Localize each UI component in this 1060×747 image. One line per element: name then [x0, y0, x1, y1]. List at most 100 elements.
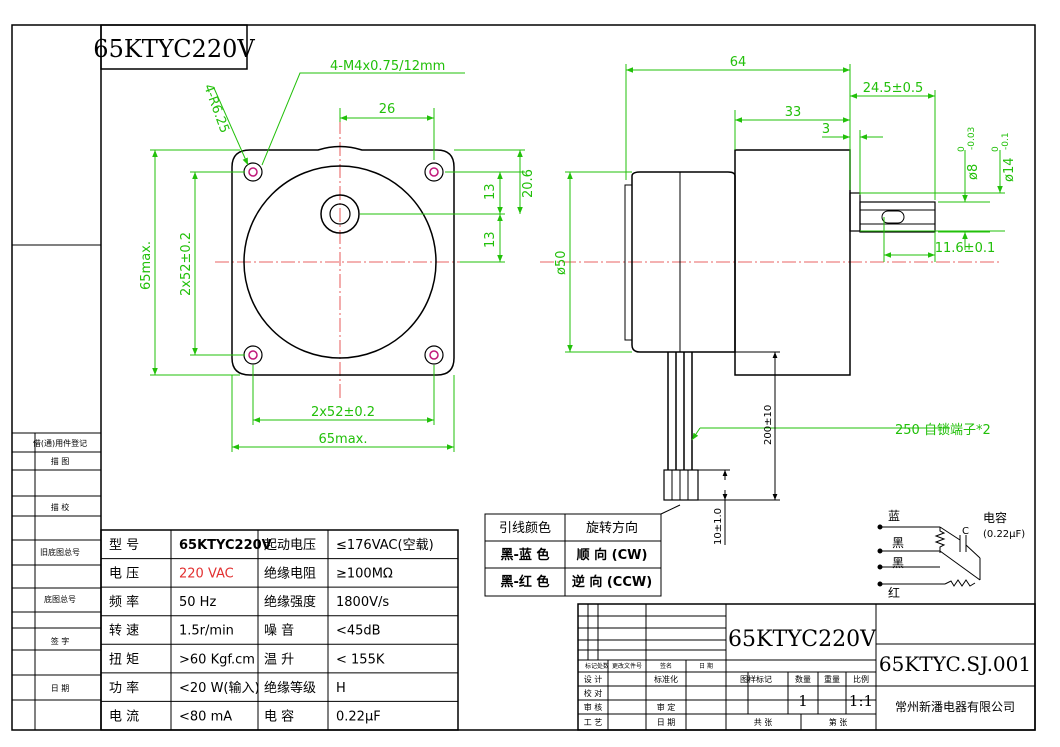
dim-26: 26 — [379, 102, 396, 117]
stage-header: 数量 — [795, 674, 811, 684]
lead-table-cell: 顺 向 (CW) — [577, 547, 648, 563]
dim-13-a: 13 — [483, 183, 498, 200]
rev-header: 签名 — [660, 662, 672, 670]
drawing-number: 65KTYC.SJ.001 — [879, 652, 1031, 676]
mounting-hole — [424, 162, 444, 182]
title-block-quantity: 1 — [798, 692, 808, 710]
mounting-hole — [243, 162, 263, 182]
lead-wires — [663, 352, 699, 501]
dim-front-h-max: 65max. — [319, 432, 368, 447]
spec-label: 噪 音 — [264, 623, 294, 639]
wire-label: 黑 — [892, 536, 904, 550]
spec-label: 温 升 — [264, 652, 294, 667]
company-name: 常州新潘电器有限公司 — [895, 699, 1015, 714]
spec-label: 电 容 — [264, 708, 294, 724]
spec-label: 型 号 — [109, 538, 139, 553]
mounting-hole — [243, 345, 263, 365]
capacitor-value: (0.22μF) — [983, 529, 1025, 540]
spec-value: <80 mA — [179, 709, 232, 724]
dim-200: 200±10 — [763, 405, 774, 445]
front-dimensions — [150, 72, 525, 452]
dim-20-6: 20.6 — [521, 169, 536, 198]
dim-shaft-d8-tol-up: 0 — [957, 146, 967, 152]
title-block — [577, 603, 1036, 731]
mounting-hole — [424, 345, 444, 365]
dim-front-v-max: 65max. — [139, 241, 154, 290]
drawing-border — [11, 24, 1036, 731]
spec-value: H — [336, 681, 346, 696]
spec-value: < 155K — [336, 652, 385, 667]
lead-dimensions — [698, 351, 780, 545]
dim-shaft-d14-tol-dn: -0.1 — [1001, 132, 1011, 150]
title-block-model: 65KTYC220V — [728, 627, 877, 652]
dim-3: 3 — [822, 122, 830, 137]
dim-33: 33 — [785, 105, 802, 120]
dim-shaft-d8: ø8 — [966, 164, 981, 180]
sheet-total: 共 张 — [754, 718, 773, 727]
spec-value: <45dB — [336, 624, 381, 639]
spec-value: 1.5r/min — [179, 624, 234, 639]
spec-label: 频 率 — [109, 594, 139, 610]
wire-label: 红 — [888, 585, 900, 600]
spec-label: 绝缘电阻 — [264, 566, 316, 582]
dim-shaft-d14: ø14 — [1002, 158, 1017, 183]
spec-label: 起动电压 — [264, 538, 316, 553]
spec-value: <20 W(输入) — [179, 680, 260, 696]
margin-label: 描 图 — [51, 456, 70, 466]
title-box: 65KTYC220V — [93, 35, 255, 63]
dim-thread: 4-M4x0.75/12mm — [330, 59, 445, 74]
spec-label: 绝缘等级 — [264, 680, 316, 696]
stage-header: 重量 — [824, 674, 840, 684]
spec-value: 65KTYC220V — [179, 538, 272, 553]
front-view — [215, 120, 480, 400]
title-block-scale: 1:1 — [849, 692, 873, 710]
dim-24-5: 24.5±0.5 — [863, 81, 924, 96]
dim-shaft-d8-tol-dn: -0.03 — [967, 127, 977, 150]
spec-value: 50 Hz — [179, 595, 216, 610]
wiring-diagram — [877, 524, 981, 587]
dim-50: ø50 — [554, 251, 569, 276]
lead-color-table: 引线颜色 旋转方向 黑-蓝 色 顺 向 (CW) 黑-红 色 逆 向 (CCW) — [484, 504, 681, 597]
rev-header: 标记 — [585, 662, 597, 670]
lead-table-cell: 黑-蓝 色 — [501, 547, 550, 563]
title-box-frame — [100, 24, 248, 70]
stage-header: 比例 — [853, 674, 869, 684]
side-view — [540, 149, 1000, 501]
lead-table-header: 引线颜色 — [499, 520, 551, 536]
rev-header: 处数 — [597, 662, 609, 670]
role-label: 标准化 — [654, 674, 678, 684]
spec-label: 电 压 — [109, 567, 139, 582]
wire-label: 黑 — [892, 556, 904, 570]
spec-value: >60 Kgf.cm — [179, 652, 255, 667]
wire-label: 蓝 — [888, 509, 900, 523]
role-label: 设 计 — [584, 674, 603, 684]
spec-value: 0.22μF — [336, 709, 381, 724]
spec-label: 扭 矩 — [109, 652, 139, 667]
rev-header: 日 期 — [699, 662, 713, 670]
role-label: 审 核 — [584, 702, 603, 712]
margin-label: 签 字 — [51, 636, 70, 646]
dim-10: 10±1.0 — [713, 508, 724, 545]
dim-front-v-52: 2x52±0.2 — [179, 232, 194, 296]
stage-header: 图样标记 — [740, 674, 772, 684]
dim-13-b: 13 — [483, 231, 498, 248]
side-dimensions — [565, 64, 1005, 441]
lead-table-cell: 黑-红 色 — [501, 574, 550, 590]
lead-table-cell: 逆 向 (CCW) — [572, 574, 652, 590]
margin-label: 借(通)用件登记 — [33, 438, 87, 448]
dim-shaft-d14-tol-up: 0 — [991, 146, 1001, 152]
lead-table-header: 旋转方向 — [586, 520, 638, 536]
spec-table-frame — [100, 529, 459, 731]
sheet-number: 第 张 — [829, 717, 848, 727]
role-label: 日 期 — [657, 718, 676, 727]
margin-label: 底图总号 — [44, 594, 76, 604]
dim-front-h-52: 2x52±0.2 — [311, 405, 375, 420]
dim-radius: 4-R6.25 — [200, 82, 232, 135]
spec-value: 220 VAC — [179, 567, 234, 582]
spec-label: 绝缘强度 — [264, 594, 316, 610]
spec-value: ≥100MΩ — [336, 567, 393, 582]
rev-header: 更改文件号 — [612, 662, 642, 670]
spec-value: 1800V/s — [336, 595, 389, 610]
